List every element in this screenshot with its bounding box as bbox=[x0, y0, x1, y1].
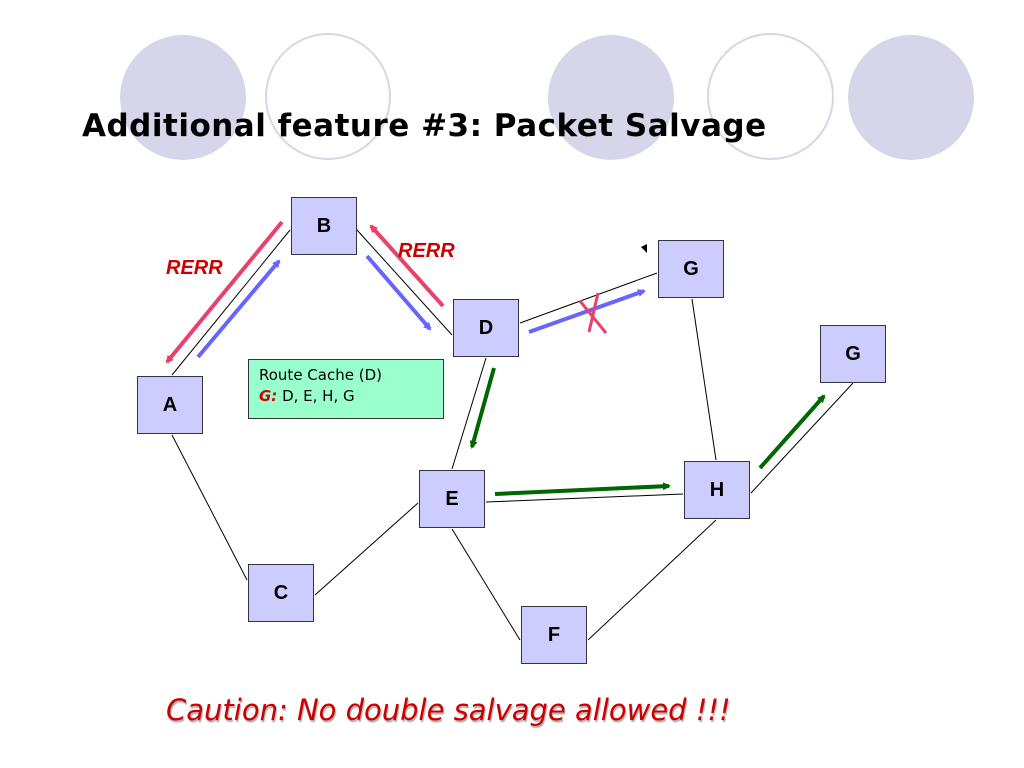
link-a-c bbox=[171, 434, 248, 581]
decorative-circle bbox=[265, 33, 391, 160]
node-h: H bbox=[684, 461, 750, 519]
node-a: A bbox=[137, 376, 203, 434]
forward-arrow-b-to-d bbox=[365, 254, 432, 331]
rerr-label-right: RERR bbox=[398, 240, 455, 262]
decorative-circle bbox=[548, 35, 674, 160]
caution-note: Caution: No double salvage allowed !!! bbox=[166, 693, 731, 727]
decorative-circle bbox=[707, 33, 834, 160]
rerr-label-left: RERR bbox=[166, 257, 223, 279]
node-c: C bbox=[248, 564, 314, 622]
node-e: E bbox=[419, 470, 485, 528]
rerr-arrow-b-to-a bbox=[165, 220, 284, 364]
route-cache-entry: G: D, E, H, G bbox=[259, 386, 443, 407]
node-d: D bbox=[453, 299, 519, 357]
link-g-h bbox=[691, 298, 717, 461]
node-f: F bbox=[521, 606, 587, 664]
link-c-e bbox=[314, 502, 419, 596]
forward-arrow-a-to-b bbox=[196, 259, 281, 359]
salvage-arrow-h-to-g2 bbox=[758, 394, 826, 470]
route-cache-title: Route Cache (D) bbox=[259, 366, 382, 384]
small-triangle-marker-icon bbox=[641, 244, 647, 253]
route-cache-route: D, E, H, G bbox=[277, 387, 355, 405]
salvage-arrow-e-to-h bbox=[494, 482, 671, 496]
link-f-h bbox=[587, 519, 717, 641]
node-g-alt: G bbox=[820, 325, 886, 383]
salvage-arrow-d-to-e bbox=[469, 367, 496, 449]
link-d-e bbox=[451, 357, 487, 470]
link-e-f bbox=[451, 528, 521, 641]
route-cache-key: G: bbox=[259, 387, 278, 405]
link-d-g bbox=[519, 272, 658, 324]
link-h-g2 bbox=[750, 382, 854, 494]
link-a-b bbox=[171, 229, 291, 376]
forward-arrow-d-to-g-failed bbox=[528, 289, 646, 334]
route-cache-box: Route Cache (D) G: D, E, H, G bbox=[248, 359, 444, 419]
decorative-circle bbox=[848, 35, 974, 160]
node-g: G bbox=[658, 240, 724, 298]
links bbox=[171, 229, 854, 641]
link-b-d bbox=[356, 229, 453, 336]
link-e-h bbox=[485, 493, 684, 503]
node-b: B bbox=[291, 197, 357, 255]
rerr-arrow-d-to-b bbox=[369, 224, 445, 308]
decorative-circle bbox=[120, 35, 246, 160]
broken-link-x-icon bbox=[578, 292, 608, 334]
slide-title: Additional feature #3: Packet Salvage bbox=[82, 108, 767, 144]
